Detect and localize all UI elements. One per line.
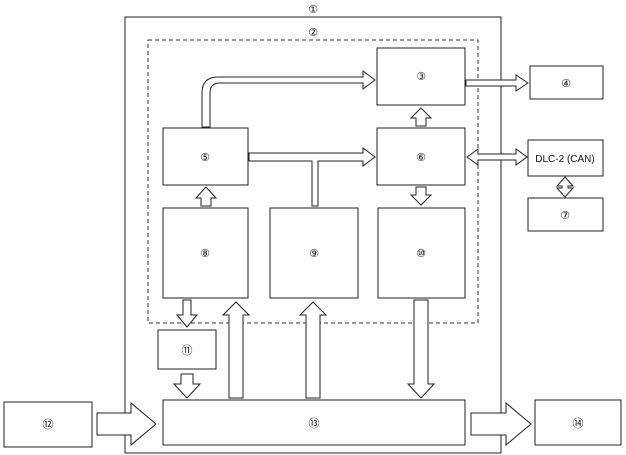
label-5: ⑤ xyxy=(200,151,210,164)
arrow-11-to-13 xyxy=(172,373,202,399)
arrow-10-to-13 xyxy=(406,299,436,399)
label-11: ⑪ xyxy=(182,344,193,357)
arrow-5-9-to-6 xyxy=(248,147,376,207)
box-5 xyxy=(162,127,249,186)
box-8 xyxy=(162,207,249,299)
arrow-6-to-3 xyxy=(409,107,433,127)
label-9: ⑨ xyxy=(309,247,319,260)
arrow-8-to-11 xyxy=(175,299,199,328)
label-6: ⑥ xyxy=(416,151,426,164)
label-10: ⑩ xyxy=(416,247,426,260)
box-3 xyxy=(376,47,466,106)
box-10 xyxy=(377,207,466,299)
box-11 xyxy=(157,329,217,370)
label-8: ⑧ xyxy=(200,247,210,260)
label-3: ③ xyxy=(416,70,426,83)
label-12: ⑫ xyxy=(43,418,54,431)
label-7: ⑦ xyxy=(560,209,570,222)
arrow-12-to-13 xyxy=(96,401,157,447)
label-1: ① xyxy=(308,3,318,16)
arrow-dlc-7 xyxy=(555,176,575,198)
box-13 xyxy=(162,399,466,446)
arrow-8-to-5 xyxy=(194,186,218,207)
box-4 xyxy=(529,65,604,100)
arrow-5-to-3 xyxy=(201,70,376,128)
arrow-13-to-8 xyxy=(221,301,251,399)
label-2: ② xyxy=(308,26,318,39)
box-12 xyxy=(3,401,93,448)
box-6 xyxy=(376,127,466,186)
label-14: ⑭ xyxy=(573,417,584,430)
arrow-6-dlc xyxy=(466,148,528,166)
outer-frame xyxy=(124,16,502,454)
arrow-13-to-14 xyxy=(470,401,532,447)
arrow-6-to-10 xyxy=(409,186,433,206)
label-dlc: DLC-2 (CAN) xyxy=(535,154,594,165)
box-dlc xyxy=(527,139,604,177)
box-9 xyxy=(269,207,359,299)
arrow-13-to-9 xyxy=(298,301,328,399)
box-7 xyxy=(527,197,604,232)
label-13: ⑬ xyxy=(309,417,320,430)
label-4: ④ xyxy=(561,77,571,90)
box-14 xyxy=(534,399,622,446)
arrow-3-to-4 xyxy=(465,74,529,92)
